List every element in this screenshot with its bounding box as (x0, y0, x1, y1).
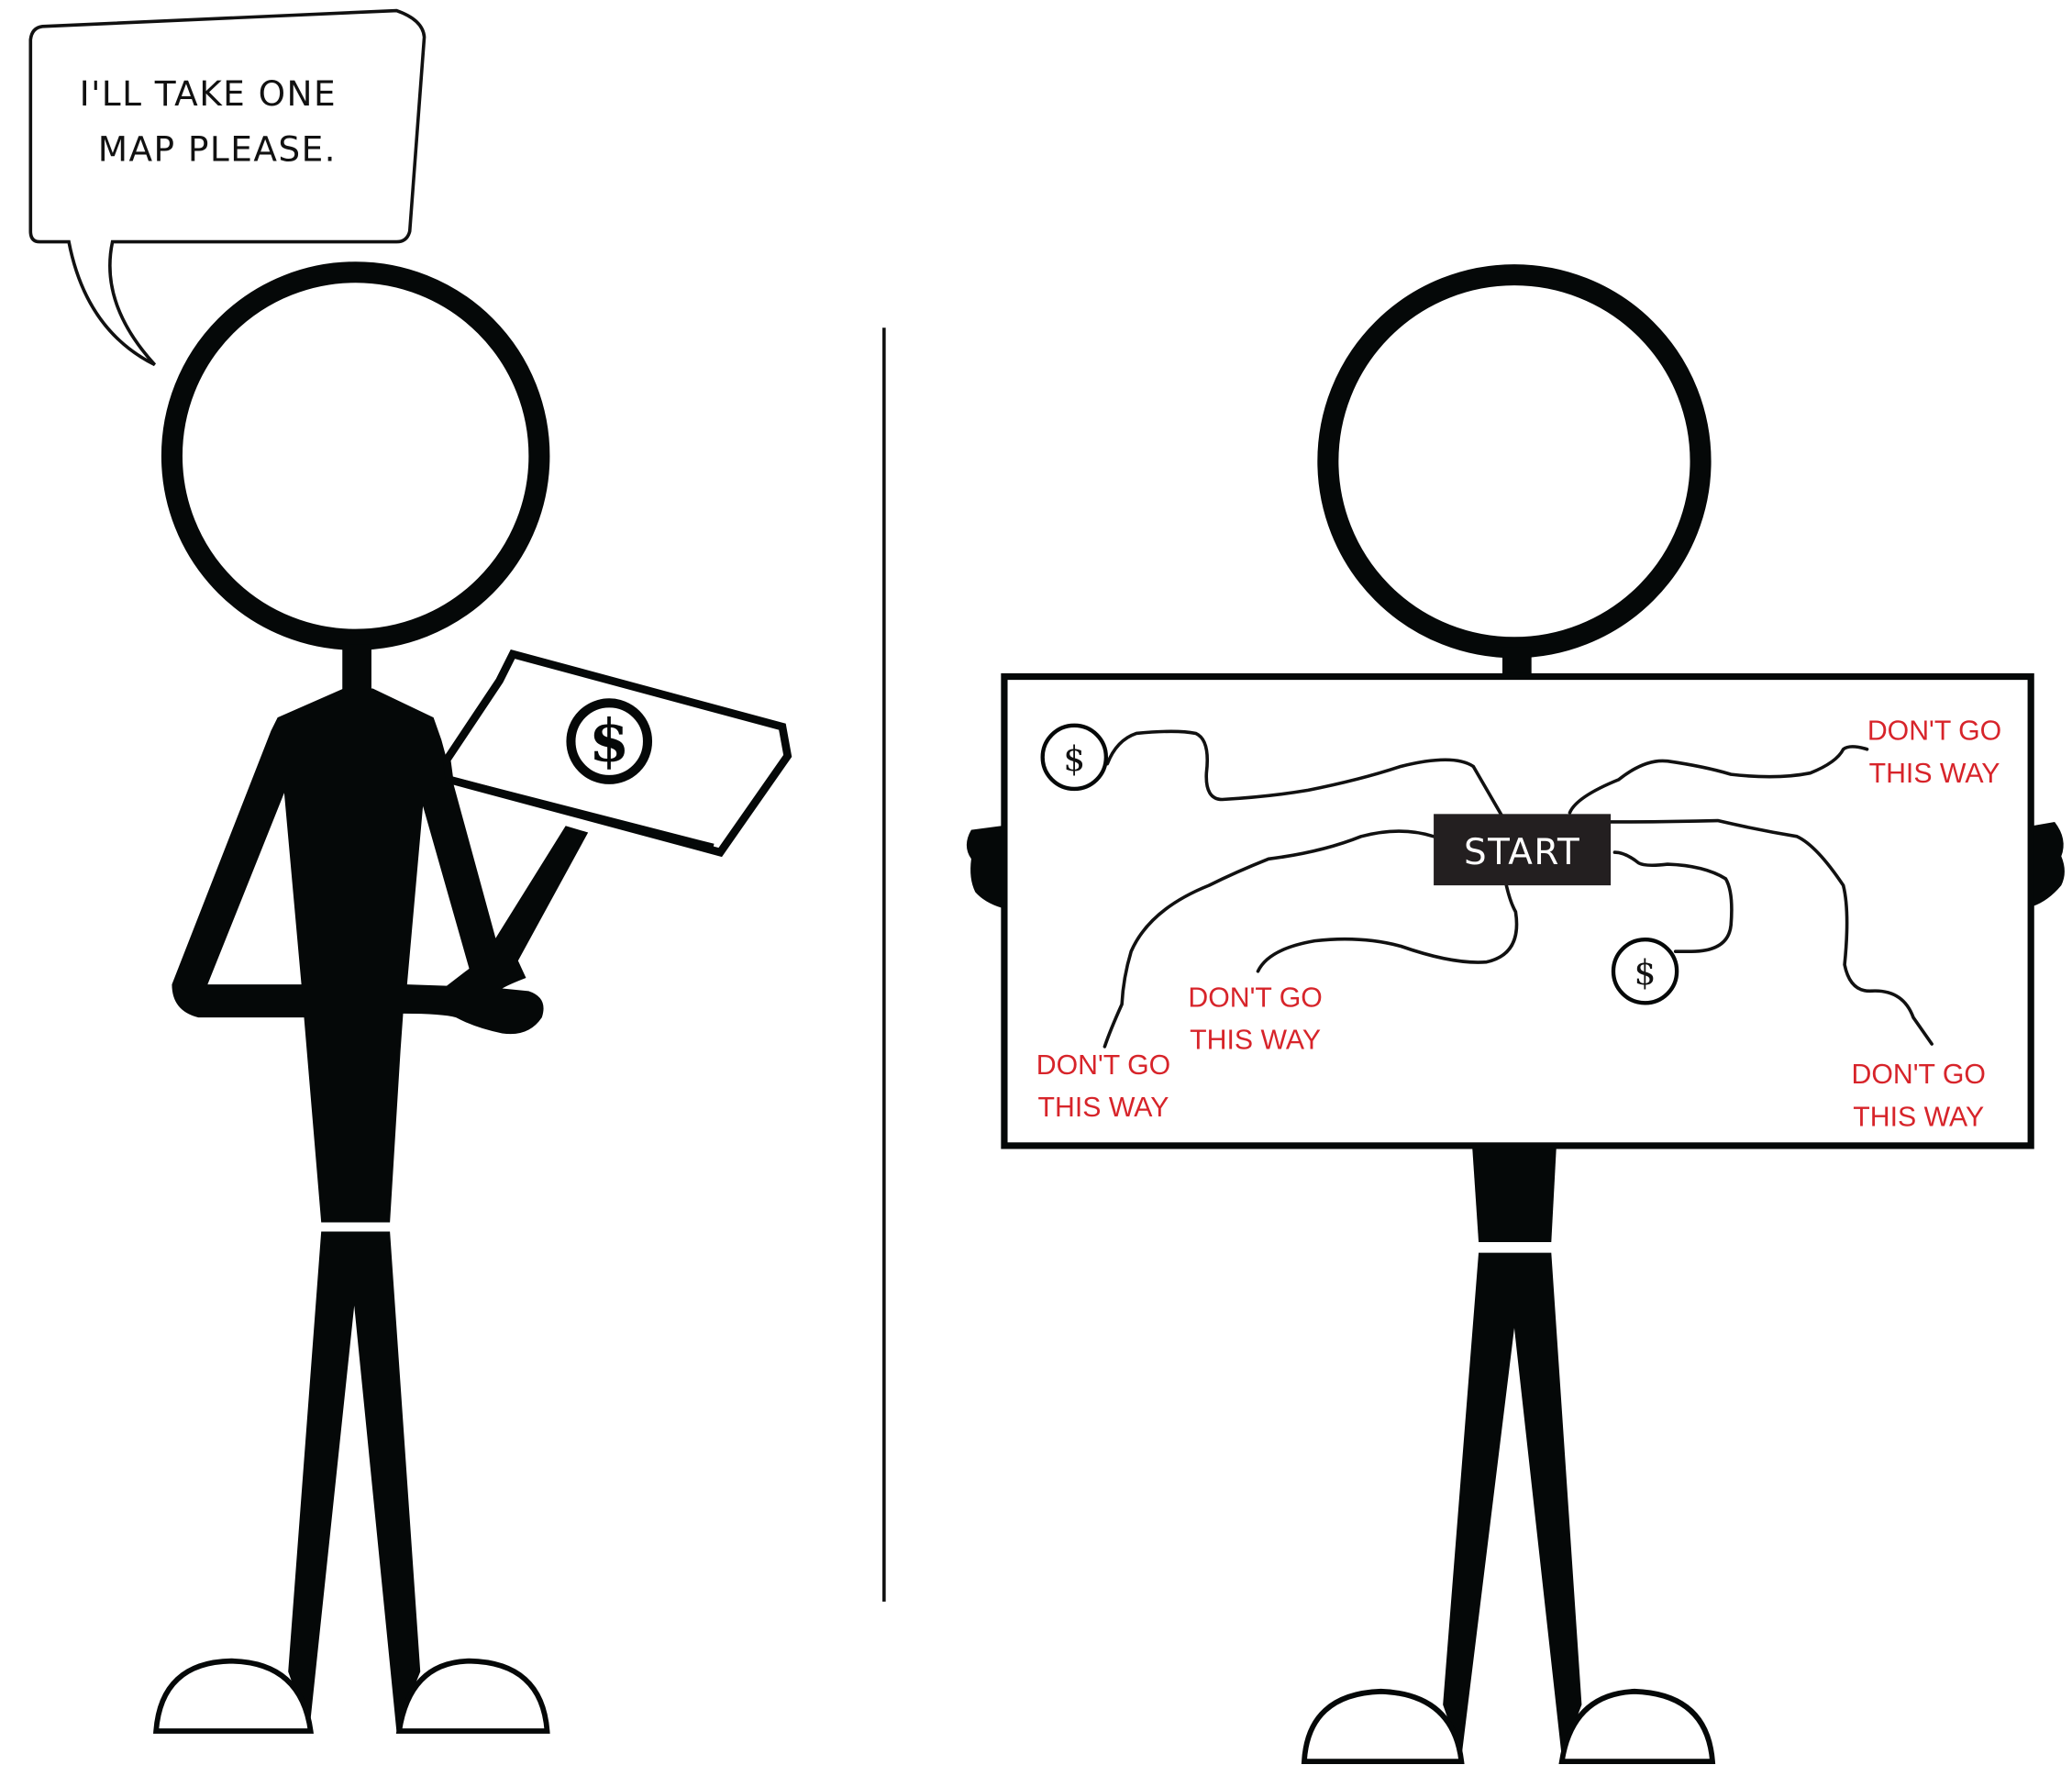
speech-line-1: I'LL TAKE ONE (80, 73, 337, 114)
svg-text:$: $ (1634, 952, 1656, 993)
stick-figure-buyer (153, 261, 589, 1734)
left-shoe (153, 1658, 314, 1734)
start-label: START (1464, 832, 1580, 873)
svg-text:THIS WAY: THIS WAY (1190, 1026, 1321, 1056)
stick-figure-seller (966, 264, 2065, 1765)
svg-text:$: $ (1063, 738, 1085, 779)
coin-2: $ (1611, 938, 1679, 1005)
svg-text:DON'T GO: DON'T GO (1036, 1050, 1170, 1081)
treasure-map: START $ $ DON'T GO THIS WAY DON'T GO THI… (1001, 672, 2034, 1149)
svg-text:THIS WAY: THIS WAY (1869, 759, 2000, 789)
svg-text:DON'T GO: DON'T GO (1867, 716, 2001, 747)
svg-text:DON'T GO: DON'T GO (1188, 983, 1322, 1014)
svg-text:DON'T GO: DON'T GO (1852, 1060, 1986, 1090)
warning-center: DON'T GO THIS WAY (1188, 983, 1322, 1056)
svg-text:THIS WAY: THIS WAY (1853, 1102, 1984, 1132)
coin-1: $ (1040, 723, 1109, 792)
warning-bottom-left: DON'T GO THIS WAY (1036, 1050, 1170, 1123)
warning-top-right: DON'T GO THIS WAY (1867, 716, 2001, 789)
warning-bottom-right: DON'T GO THIS WAY (1852, 1060, 1986, 1132)
money-bill: $ (442, 649, 792, 858)
start-marker (1434, 814, 1612, 886)
right-shoe (395, 1658, 550, 1734)
bill-dollar-symbol: $ (589, 706, 629, 775)
speech-line-2: MAP PLEASE. (98, 129, 337, 170)
speech-bubble: I'LL TAKE ONE MAP PLEASE. (28, 8, 427, 367)
svg-text:THIS WAY: THIS WAY (1038, 1093, 1169, 1123)
